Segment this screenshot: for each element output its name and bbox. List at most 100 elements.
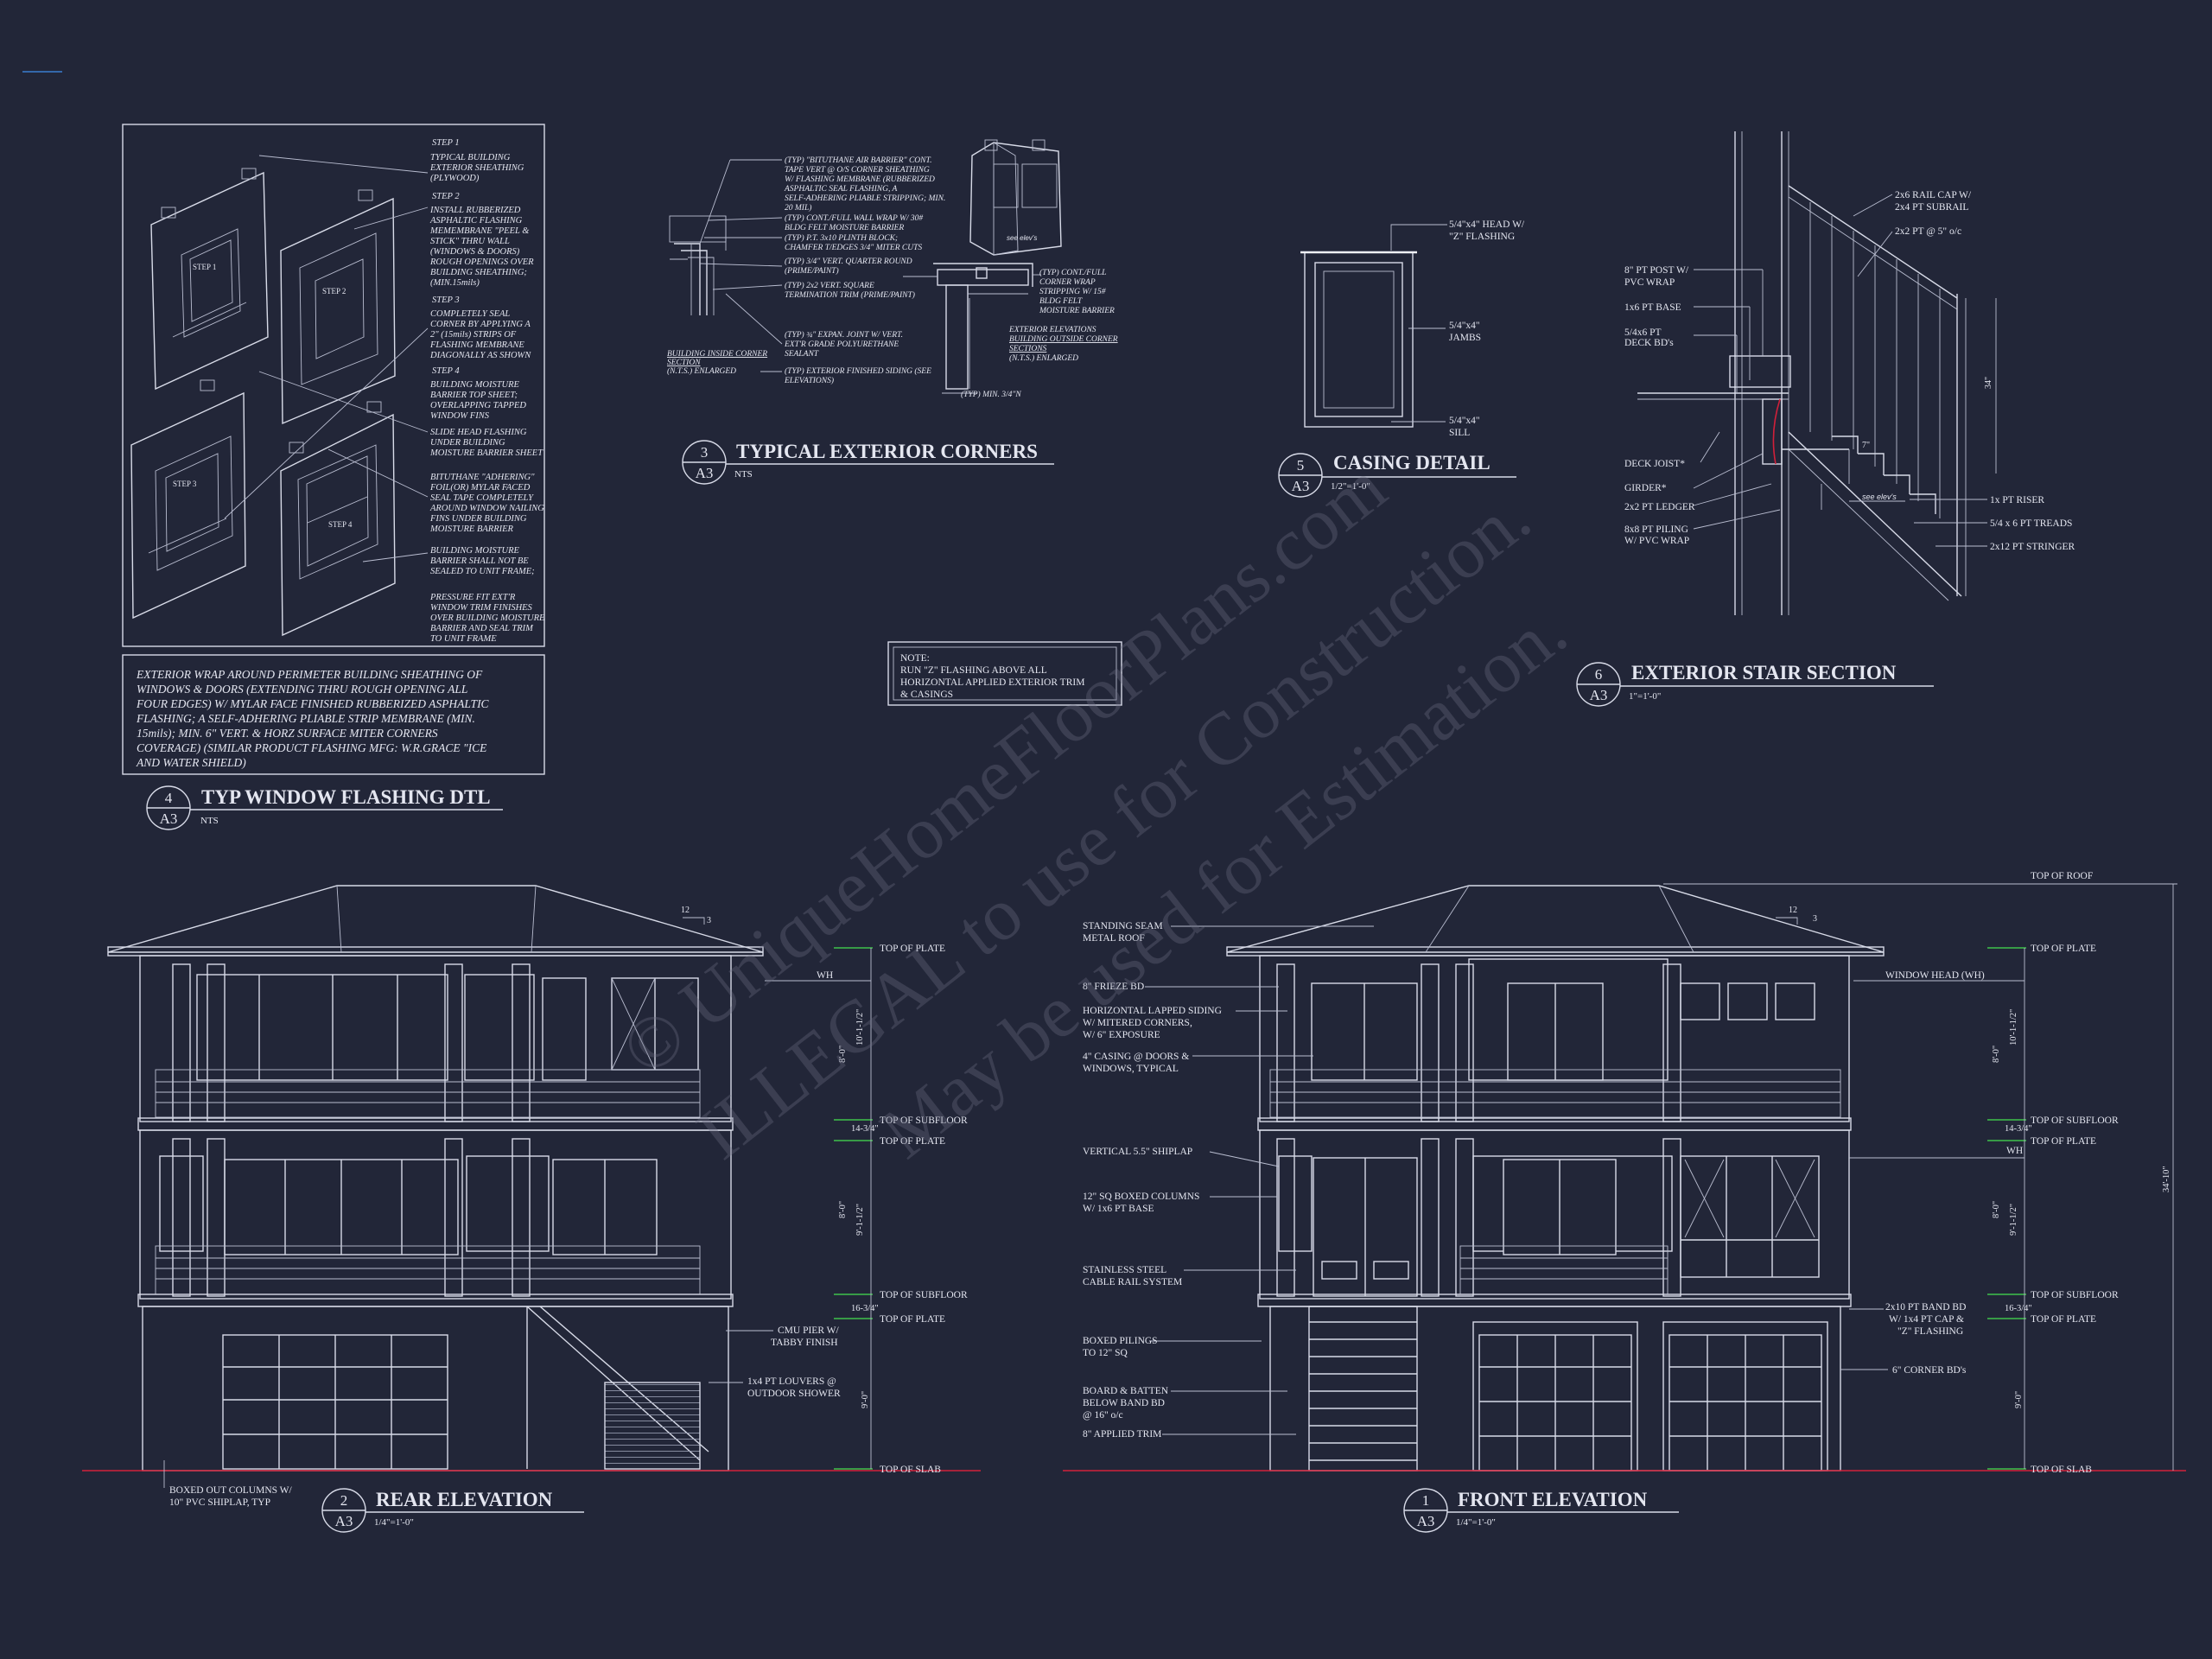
svg-text:CORNER BY APPLYING A: CORNER BY APPLYING A <box>430 320 531 329</box>
svg-text:W/ FLASHING MEMBRANE (RUBBERIZ: W/ FLASHING MEMBRANE (RUBBERIZED <box>785 175 935 184</box>
svg-text:SILL: SILL <box>1449 428 1470 438</box>
rear-ground-lattice <box>222 1334 448 1470</box>
svg-text:STEP 2: STEP 2 <box>322 287 346 296</box>
svg-text:5/4"x4" HEAD W/: 5/4"x4" HEAD W/ <box>1449 219 1525 230</box>
svg-text:(TYP) MIN. 3/4"N: (TYP) MIN. 3/4"N <box>961 390 1021 399</box>
svg-text:RUN "Z" FLASHING ABOVE ALL: RUN "Z" FLASHING ABOVE ALL <box>900 665 1047 676</box>
svg-text:WINDOWS, TYPICAL: WINDOWS, TYPICAL <box>1083 1064 1179 1074</box>
flashing-title-block: 4 A3 TYP WINDOW FLASHING DTL NTS <box>146 785 503 830</box>
svg-text:TOP OF SUBFLOOR: TOP OF SUBFLOOR <box>880 1290 968 1300</box>
stair-leaders <box>1693 194 1987 547</box>
svg-text:CHAMFER T/EDGES 3/4" MITER CUT: CHAMFER T/EDGES 3/4" MITER CUTS <box>785 244 922 252</box>
svg-text:8" FRIEZE BD: 8" FRIEZE BD <box>1083 982 1144 992</box>
svg-text:1x4 PT LOUVERS @: 1x4 PT LOUVERS @ <box>747 1376 836 1387</box>
svg-text:(N.T.S.) ENLARGED: (N.T.S.) ENLARGED <box>667 366 736 376</box>
svg-text:1/2"=1'-0": 1/2"=1'-0" <box>1331 481 1370 492</box>
stair-section-detail: 34" 7" see elev's 8" PT POST W/ PVC WRAP… <box>1576 131 2075 707</box>
front-left-leaders <box>1145 925 1374 1435</box>
stair-title: EXTERIOR STAIR SECTION <box>1631 662 1897 683</box>
svg-text:OVERLAPPING TAPPED: OVERLAPPING TAPPED <box>430 401 526 410</box>
svg-text:BOXED PILINGS: BOXED PILINGS <box>1083 1336 1158 1346</box>
svg-text:& CASINGS: & CASINGS <box>900 690 953 700</box>
rear-pitch: 12 3 <box>681 906 711 925</box>
svg-text:WH: WH <box>817 970 833 981</box>
svg-text:ELEVATIONS): ELEVATIONS) <box>784 376 834 385</box>
svg-text:W/ 1x6 PT BASE: W/ 1x6 PT BASE <box>1083 1204 1154 1214</box>
svg-text:(PLYWOOD): (PLYWOOD) <box>430 174 480 183</box>
stair-right-labels: 2x6 RAIL CAP W/ 2x4 PT SUBRAIL 2x2 PT @ … <box>1895 190 2075 552</box>
svg-text:2x2 PT @ 5" o/c: 2x2 PT @ 5" o/c <box>1895 226 1961 237</box>
svg-text:1x6 PT BASE: 1x6 PT BASE <box>1624 302 1681 313</box>
svg-text:CMU PIER W/: CMU PIER W/ <box>778 1325 840 1336</box>
svg-text:1/4"=1'-0": 1/4"=1'-0" <box>1456 1517 1496 1528</box>
svg-text:2x4 PT SUBRAIL: 2x4 PT SUBRAIL <box>1895 202 1968 213</box>
svg-text:4: 4 <box>165 790 173 806</box>
exterior-corners-detail: see elev's (TYP) "BITUTHANE AIR BARRIER"… <box>667 139 1118 485</box>
svg-text:34'-10": 34'-10" <box>2162 1166 2171 1192</box>
svg-text:12: 12 <box>1789 906 1797 915</box>
rear-upper-windows <box>196 974 699 1081</box>
svg-text:STAINLESS STEEL: STAINLESS STEEL <box>1083 1265 1166 1275</box>
front-left-labels: STANDING SEAM METAL ROOF 8" FRIEZE BD HO… <box>1083 921 1222 1440</box>
svg-text:A3: A3 <box>696 465 714 481</box>
svg-text:BARRIER AND SEAL TRIM: BARRIER AND SEAL TRIM <box>430 624 534 633</box>
svg-text:5/4"x4": 5/4"x4" <box>1449 321 1480 331</box>
front-entry-stair <box>1308 1306 1418 1471</box>
svg-text:3: 3 <box>1813 914 1817 924</box>
svg-text:DECK JOIST*: DECK JOIST* <box>1624 459 1685 469</box>
flashing-frame <box>122 124 545 647</box>
svg-text:W/ MITERED CORNERS,: W/ MITERED CORNERS, <box>1083 1018 1192 1028</box>
svg-text:7": 7" <box>1862 441 1870 450</box>
svg-text:TOP OF PLATE: TOP OF PLATE <box>2031 1314 2096 1325</box>
svg-text:PRESSURE FIT EXT'R: PRESSURE FIT EXT'R <box>429 593 516 602</box>
svg-text:NTS: NTS <box>200 816 219 826</box>
watermark: © UniqueHomeFloorPlans.com ILLEGAL to us… <box>606 445 1581 1175</box>
svg-text:(TYP) CONT./FULL: (TYP) CONT./FULL <box>1039 268 1106 277</box>
svg-text:8'-0": 8'-0" <box>838 1201 848 1218</box>
svg-text:WINDOW TRIM FINISHES: WINDOW TRIM FINISHES <box>430 603 533 613</box>
corners-title: TYPICAL EXTERIOR CORNERS <box>736 441 1038 462</box>
svg-text:UNDER BUILDING: UNDER BUILDING <box>430 438 505 448</box>
svg-text:W/ 6" EXPOSURE: W/ 6" EXPOSURE <box>1083 1030 1160 1040</box>
casing-detail: 5/4"x4" HEAD W/ "Z" FLASHING 5/4"x4" JAM… <box>1278 219 1525 498</box>
svg-text:10" PVC SHIPLAP, TYP: 10" PVC SHIPLAP, TYP <box>169 1497 270 1508</box>
front-right-labels: WINDOW HEAD (WH) WH 2x10 PT BAND BD W/ 1… <box>1885 970 2023 1376</box>
svg-text:"Z" FLASHING: "Z" FLASHING <box>1897 1326 1963 1337</box>
svg-text:MOISTURE BARRIER: MOISTURE BARRIER <box>429 524 514 534</box>
svg-text:PVC WRAP: PVC WRAP <box>1624 277 1675 288</box>
svg-text:8" APPLIED TRIM: 8" APPLIED TRIM <box>1083 1429 1161 1440</box>
svg-text:HORIZONTAL LAPPED SIDING: HORIZONTAL LAPPED SIDING <box>1083 1006 1222 1016</box>
svg-text:GIRDER*: GIRDER* <box>1624 483 1667 493</box>
svg-text:BLDG FELT: BLDG FELT <box>1039 297 1083 306</box>
svg-text:WINDOW HEAD (WH): WINDOW HEAD (WH) <box>1885 970 1985 981</box>
svg-text:SEALED TO UNIT FRAME;: SEALED TO UNIT FRAME; <box>430 567 535 576</box>
svg-text:1"=1'-0": 1"=1'-0" <box>1629 691 1661 702</box>
svg-text:COVERAGE) (SIMILAR PRODUCT FLA: COVERAGE) (SIMILAR PRODUCT FLASHING MFG:… <box>137 741 487 754</box>
svg-text:CORNER WRAP: CORNER WRAP <box>1039 278 1096 287</box>
svg-text:12: 12 <box>681 906 690 915</box>
svg-text:16-3/4": 16-3/4" <box>851 1304 879 1313</box>
svg-text:@ 16" o/c: @ 16" o/c <box>1083 1410 1123 1421</box>
corners-title-block: 3 A3 TYPICAL EXTERIOR CORNERS NTS <box>682 440 1054 485</box>
stair-left-labels: 8" PT POST W/ PVC WRAP 1x6 PT BASE 5/4x6… <box>1624 265 1695 546</box>
svg-text:3: 3 <box>707 916 711 925</box>
svg-text:TOP OF SUBFLOOR: TOP OF SUBFLOOR <box>880 1116 968 1126</box>
corner-iso-block: see elev's <box>969 139 1062 256</box>
svg-text:FLASHING; A SELF-ADHERING PLIA: FLASHING; A SELF-ADHERING PLIABLE STRIP … <box>136 712 475 725</box>
svg-text:15mils); MIN. 6" VERT. & HORZ: 15mils); MIN. 6" VERT. & HORZ SURFACE MI… <box>137 727 438 740</box>
svg-text:STEP 4: STEP 4 <box>432 366 460 376</box>
svg-text:A3: A3 <box>1590 687 1608 703</box>
svg-text:BUILDING INSIDE CORNER: BUILDING INSIDE CORNER <box>667 350 767 359</box>
svg-text:TABBY FINISH: TABBY FINISH <box>771 1338 838 1348</box>
svg-text:9'-0": 9'-0" <box>2014 1391 2024 1408</box>
front-pitch: 12 3 <box>1776 906 1817 925</box>
svg-text:5/4x6 PT: 5/4x6 PT <box>1624 327 1662 338</box>
svg-text:ASPHALTIC SEAL FLASHING, A: ASPHALTIC SEAL FLASHING, A <box>784 185 898 194</box>
svg-text:INSTALL RUBBERIZED: INSTALL RUBBERIZED <box>429 206 521 215</box>
svg-text:FOIL(OR) MYLAR FACED: FOIL(OR) MYLAR FACED <box>429 483 531 493</box>
svg-text:(WINDOWS & DOORS): (WINDOWS & DOORS) <box>430 247 520 257</box>
svg-text:CABLE RAIL SYSTEM: CABLE RAIL SYSTEM <box>1083 1277 1182 1287</box>
svg-text:TYPICAL BUILDING: TYPICAL BUILDING <box>430 153 511 162</box>
svg-text:TOP OF PLATE: TOP OF PLATE <box>880 944 945 954</box>
svg-text:8'-0": 8'-0" <box>1992 1201 2001 1218</box>
